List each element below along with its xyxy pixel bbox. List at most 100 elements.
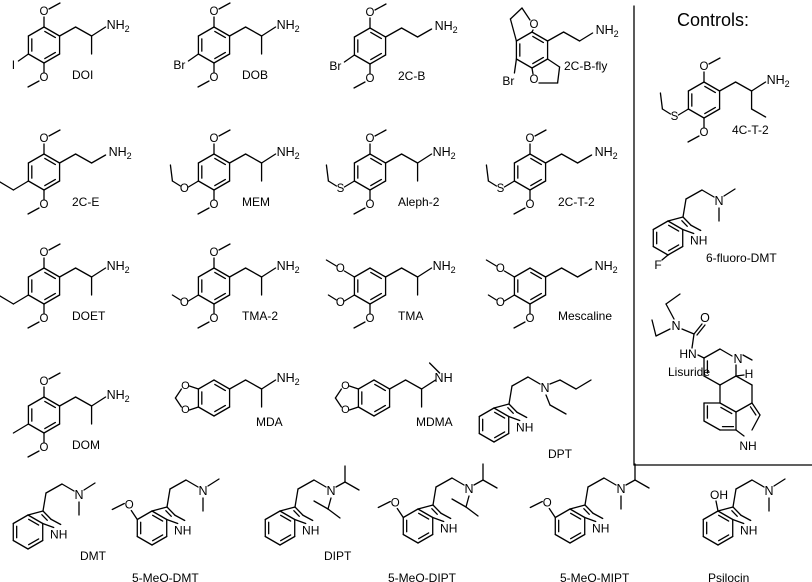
ring-bond [42, 522, 55, 529]
ring-bond [213, 406, 231, 417]
ring-bond [213, 26, 231, 37]
double-bond [370, 52, 383, 61]
methyl-bond [197, 321, 210, 329]
ring-bond [493, 403, 510, 409]
ring-bond [493, 407, 510, 418]
ring-bond [27, 539, 44, 550]
label-5-meo-mipt: 5-MeO-MIPT [560, 571, 630, 582]
bond [174, 397, 183, 408]
ring-bond [690, 224, 702, 232]
double-bond [530, 157, 543, 166]
bond [348, 406, 360, 411]
double-bond [370, 178, 383, 187]
oxygen-label: O [40, 376, 49, 388]
methyl-bond [48, 372, 61, 380]
double-bond [165, 510, 172, 517]
chain-bond [58, 26, 77, 37]
double-bond [494, 431, 506, 439]
ring-bond [357, 406, 375, 417]
bond [297, 479, 315, 490]
oxygen-label: O [526, 313, 535, 325]
ring-bond [569, 533, 586, 544]
bond [42, 492, 47, 512]
bond [732, 488, 737, 508]
ring-bond [43, 26, 61, 37]
compound-name: 2C-B-fly [564, 59, 607, 73]
amine-label: N [464, 482, 473, 496]
bond [735, 374, 745, 377]
chain-bond [734, 81, 753, 92]
bond [751, 414, 761, 431]
bond [587, 477, 605, 488]
bond [12, 294, 30, 305]
ring-bond [151, 506, 168, 512]
amine-label: NH2 [433, 145, 456, 161]
chain-bond [384, 267, 403, 278]
indole-nh-label: NH [690, 234, 707, 248]
bond [334, 397, 343, 408]
indole-nh-label: NH [302, 524, 319, 538]
bond [735, 375, 753, 386]
oxygen-label: O [40, 6, 49, 18]
bond [348, 385, 360, 390]
methyl-bond [218, 243, 231, 251]
bond [228, 379, 247, 390]
bond [531, 29, 534, 33]
heteroatom-label: O [180, 297, 189, 309]
molecule-collection: NH2OOIDOINH2OOBrDOBNH2OOBr2C-BOOBrNH22C-… [0, 2, 790, 582]
double-bond [152, 534, 164, 542]
ring-bond [732, 506, 742, 516]
methyl-bond [325, 259, 338, 267]
halogen-label: Br [329, 59, 341, 73]
ring-bond [213, 379, 231, 390]
bond [634, 479, 650, 489]
oxygen-label: O [530, 19, 539, 31]
double-bond [532, 56, 545, 65]
double-bond [370, 157, 383, 166]
heteroatom-label: S [671, 111, 679, 123]
amine-label: NH2 [596, 23, 619, 39]
bond [12, 423, 30, 434]
double-bond [41, 514, 48, 521]
double-bond [718, 514, 730, 522]
double-bond [418, 512, 430, 520]
molecule-dpt: NHN [478, 376, 592, 443]
bond [548, 507, 556, 519]
ring-bond [27, 423, 45, 434]
ring-bond [417, 504, 434, 510]
amine-label: NH2 [435, 19, 458, 35]
ring-bond [166, 506, 176, 516]
compound-name: MDMA [416, 415, 453, 429]
amine-label: NH2 [107, 18, 130, 34]
double-bond [374, 404, 387, 413]
ring-bond [166, 518, 179, 525]
oxygen-label: O [40, 247, 49, 259]
ring-bond [353, 27, 371, 38]
bond [487, 180, 498, 187]
bond [661, 108, 672, 115]
chain-bond [244, 153, 263, 164]
halogen-label: Br [173, 58, 185, 72]
ring-bond [42, 510, 52, 520]
oxygen-label: O [700, 61, 709, 73]
ring-bond [667, 216, 684, 222]
bond [294, 488, 299, 508]
ring-bond [529, 153, 547, 164]
oxygen-label: O [210, 313, 219, 325]
chain-bond [90, 267, 107, 278]
ring-bond [702, 510, 719, 521]
bond [681, 328, 695, 335]
bond [17, 53, 30, 62]
amine-label: N [540, 381, 549, 395]
double-bond [530, 271, 543, 280]
chain-bond [576, 268, 593, 278]
methyl-bond [485, 259, 498, 267]
ring-bond [279, 510, 296, 521]
bond [130, 509, 138, 521]
oxygen-label: O [40, 313, 49, 325]
bond [343, 294, 356, 302]
double-bond [214, 51, 227, 60]
